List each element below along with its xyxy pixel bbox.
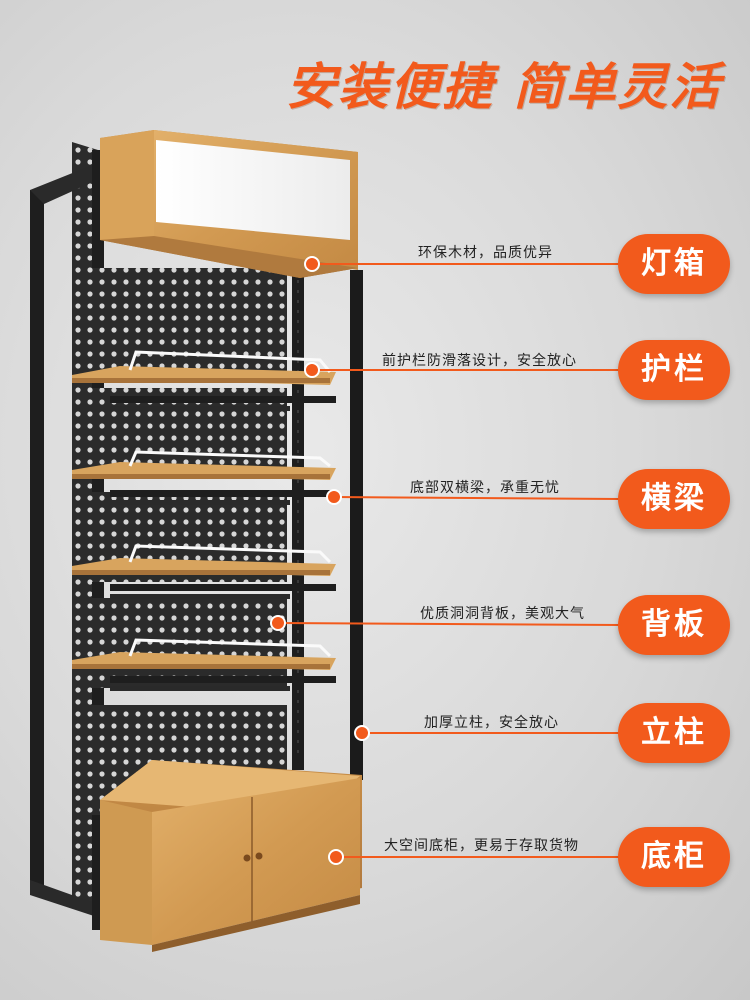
light-box-tag: 灯箱 (618, 234, 730, 294)
crossbeam-note: 底部双横梁，承重无忧 (410, 480, 560, 496)
backboard-leader-line (277, 622, 621, 626)
light-box-note: 环保木材，品质优异 (418, 245, 553, 261)
shelves (72, 350, 336, 691)
bottom-cabinet (100, 760, 362, 952)
backboard-note: 优质洞洞背板，美观大气 (420, 606, 585, 622)
backboard-marker-dot (270, 615, 286, 631)
crossbeam-marker-dot (326, 489, 342, 505)
upright-tag: 立柱 (618, 703, 730, 763)
bottom-cabinet-note: 大空间底柜，更易于存取货物 (384, 838, 579, 854)
upright-marker-dot (354, 725, 370, 741)
backboard-tag: 背板 (618, 595, 730, 655)
headline: 安装便捷 简单灵活 (286, 58, 722, 116)
bottom-cabinet-marker-dot (328, 849, 344, 865)
light-box-marker-dot (304, 256, 320, 272)
callout-lines (270, 256, 621, 865)
crossbeam-leader-line (333, 496, 621, 500)
bottom-cabinet-tag: 底柜 (618, 827, 730, 887)
guardrail-tag: 护栏 (618, 340, 730, 400)
back-pegboards (72, 268, 287, 815)
guardrail-marker-dot (304, 362, 320, 378)
right-uprights (292, 270, 363, 780)
upright-note: 加厚立柱，安全放心 (424, 715, 559, 731)
crossbeam-tag: 横梁 (618, 469, 730, 529)
light-box (100, 130, 358, 278)
guardrail-note: 前护栏防滑落设计，安全放心 (382, 353, 577, 369)
